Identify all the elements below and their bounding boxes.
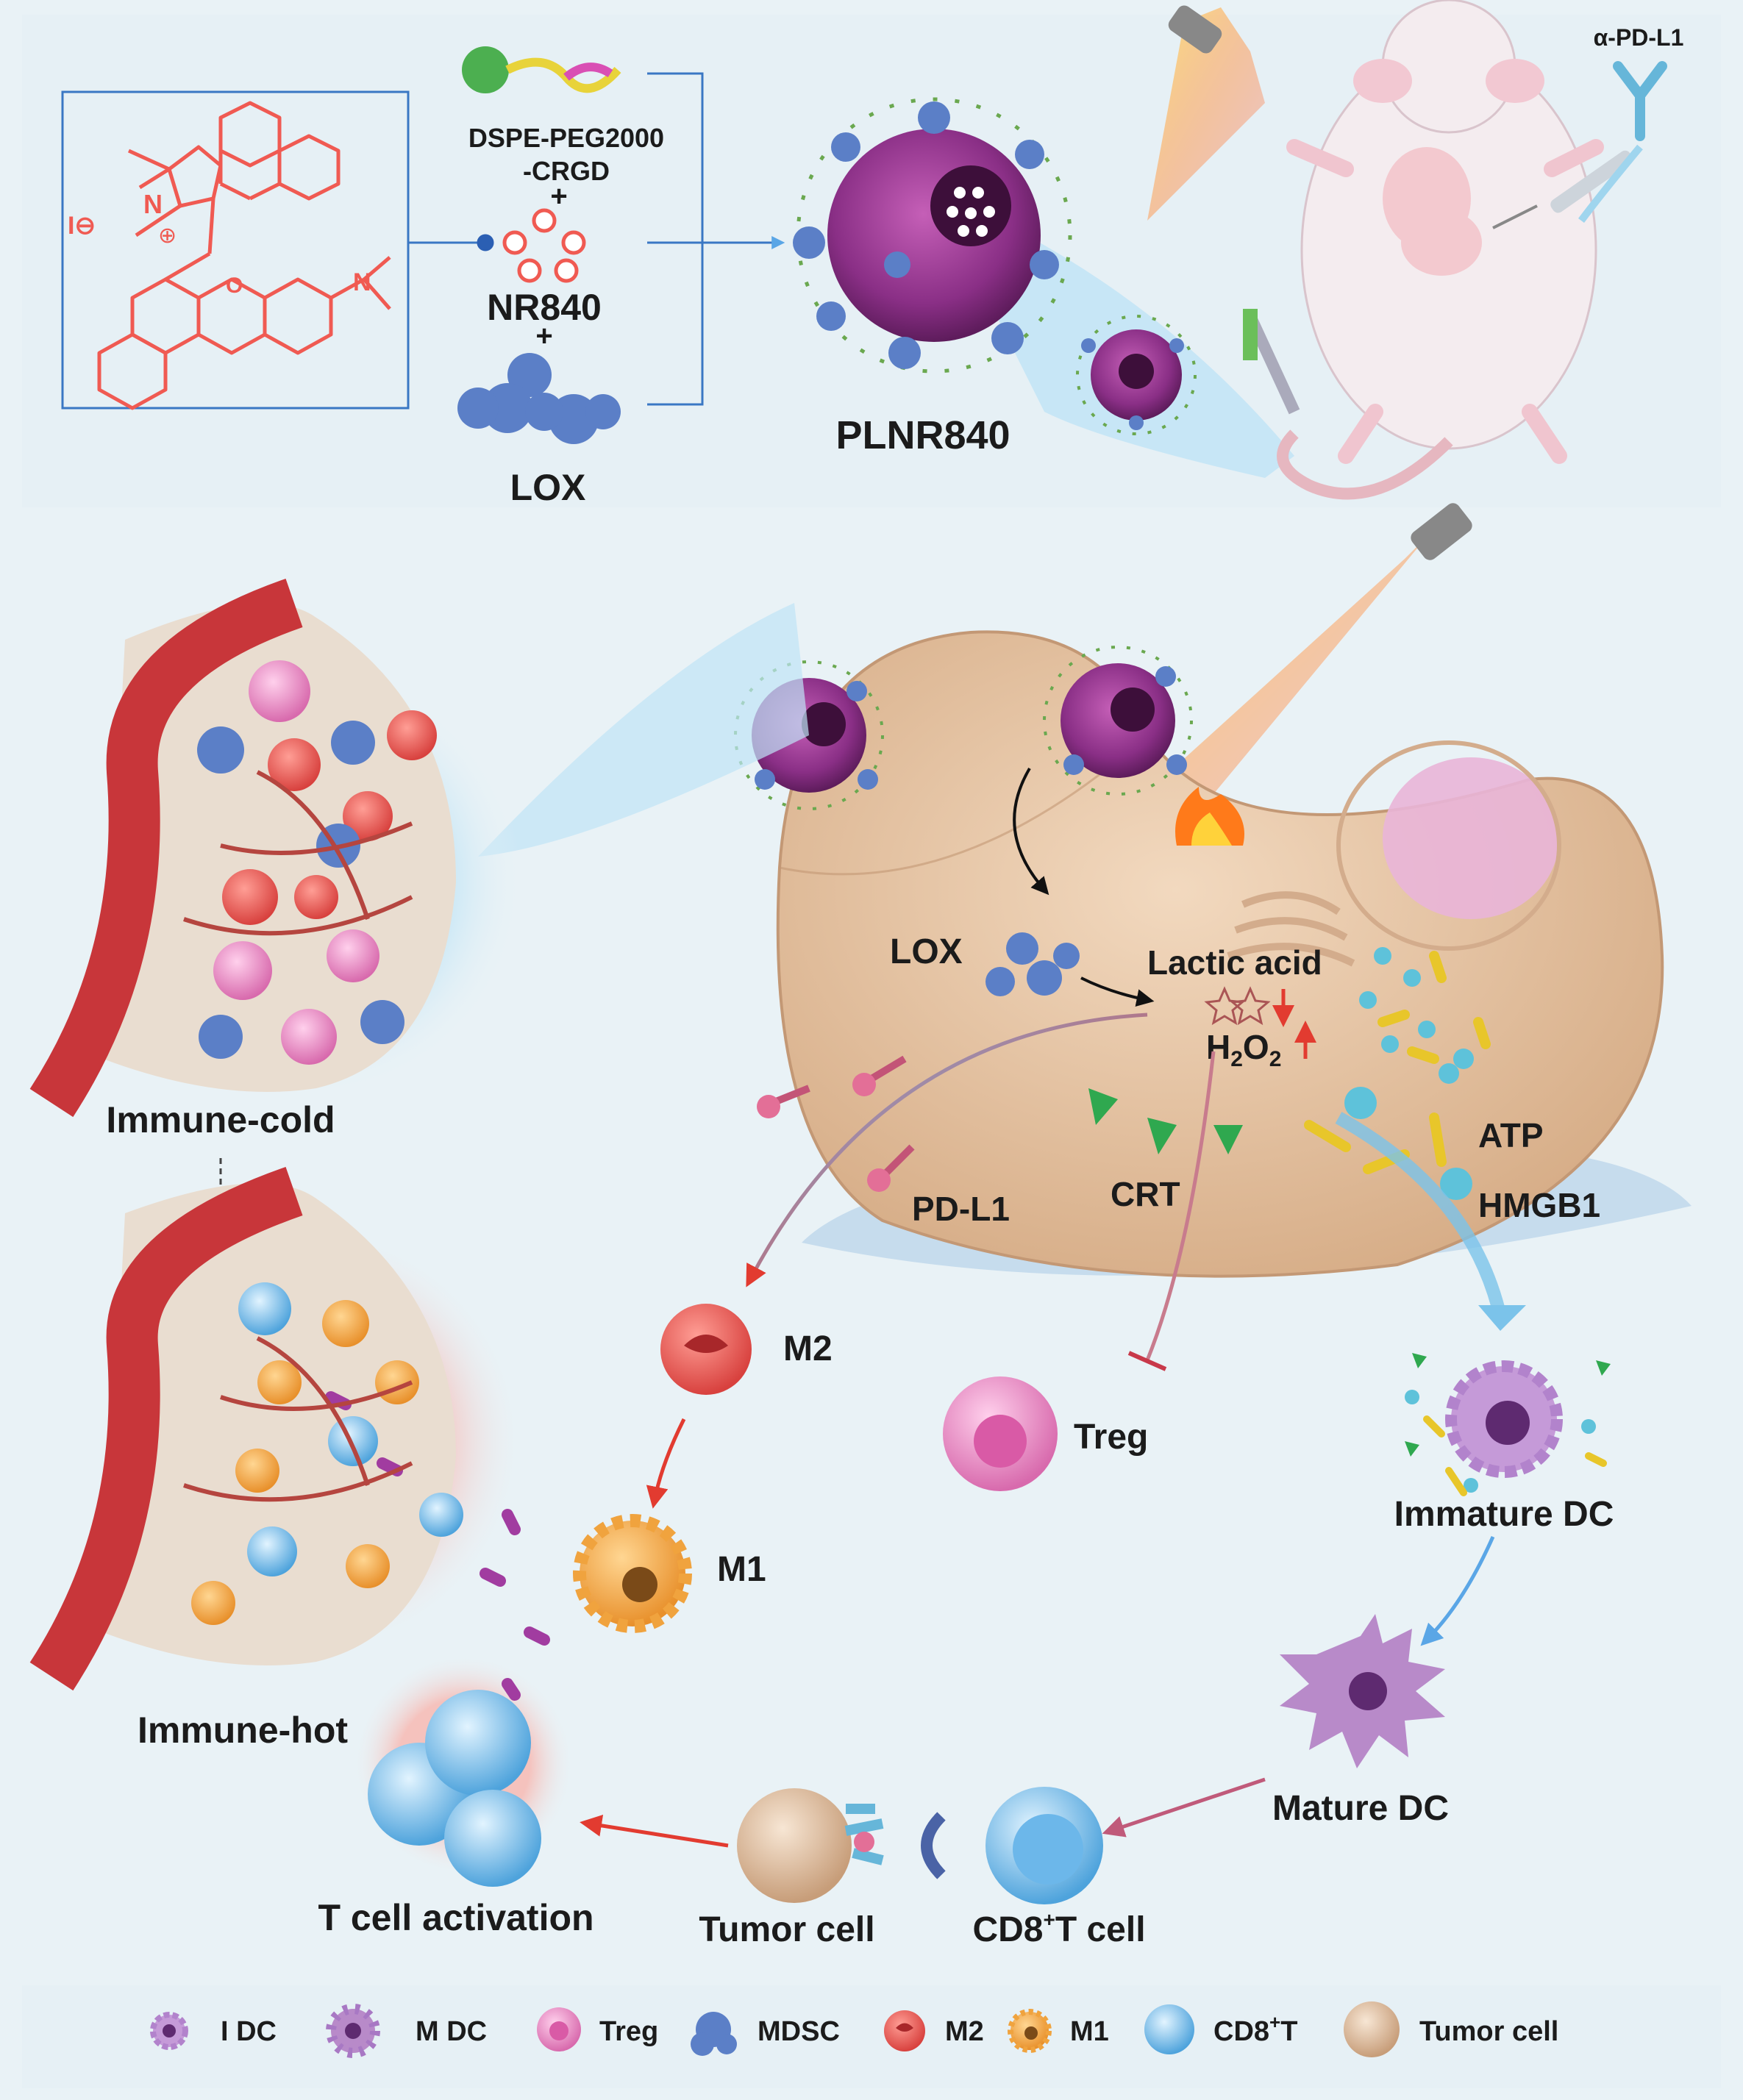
- m2-macrophage: [660, 1304, 752, 1395]
- mouse-illustration: [1147, 0, 1667, 500]
- lox-label-top: LOX: [510, 467, 586, 508]
- lox-enzyme-cell-icon: [985, 932, 1080, 996]
- svg-text:⊕: ⊕: [158, 224, 177, 248]
- legend-m1-label: M1: [1070, 2016, 1109, 2047]
- legend-tumor-cell-label: Tumor cell: [1419, 2016, 1558, 2047]
- laser-emitter: [1411, 503, 1472, 560]
- legend-cd8-label: CD8+T: [1213, 2011, 1297, 2047]
- nr840-structure-box: N I⊖ ⊕ O N: [61, 90, 410, 410]
- atp-label: ATP: [1478, 1116, 1544, 1154]
- legend-cd8-icon: [1144, 2004, 1194, 2054]
- legend-treg-label: Treg: [599, 2016, 658, 2047]
- cd8-t-cell: [985, 1787, 1103, 1904]
- arrow-immature-to-mature: [1420, 1535, 1495, 1646]
- immature-dc-label: Immature DC: [1394, 1495, 1614, 1534]
- arrow-to-immature-dc-head: [1478, 1305, 1526, 1331]
- inhibit-treg: [1145, 1051, 1216, 1361]
- treg-label: Treg: [1074, 1418, 1148, 1457]
- arrow-to-t-activation: [580, 1814, 729, 1848]
- tumor-cell-label: Tumor cell: [699, 1910, 874, 1949]
- t-cell-activation-label: T cell activation: [318, 1897, 594, 1938]
- plnr840-nanoparticle-small: [1076, 315, 1197, 435]
- t-cell-activation-cluster: [353, 1654, 574, 1887]
- plus-sign-2: +: [535, 320, 552, 352]
- immature-dc: [1405, 1353, 1611, 1496]
- svg-text:N: N: [143, 189, 163, 219]
- legend-m2-label: M2: [945, 2016, 984, 2047]
- plnr840-nanoparticle-large: [793, 97, 1072, 374]
- synthesis-connectors: [408, 72, 785, 406]
- arrow-m2-to-m1: [646, 1418, 686, 1509]
- m2-label: M2: [783, 1329, 833, 1368]
- legend-mdsc-icon: [691, 2012, 737, 2056]
- crt-label: CRT: [1111, 1175, 1180, 1213]
- tumor-cell-target: [737, 1788, 946, 1903]
- arrow-to-immature-dc: [1335, 1112, 1507, 1318]
- fire-icon: [1175, 787, 1244, 846]
- legend-mdsc-label: MDSC: [758, 2016, 840, 2047]
- nr840-dye-icon: [477, 208, 586, 283]
- lactic-acid-label: Lactic acid: [1147, 943, 1322, 982]
- peg-label-line2: -CRGD: [523, 156, 610, 186]
- magnify-cone-cell: [478, 603, 809, 857]
- arrow-mature-to-cd8: [1102, 1777, 1266, 1838]
- mature-dc-label: Mature DC: [1272, 1789, 1449, 1828]
- lox-reaction-arrow: [1080, 976, 1155, 1007]
- immune-hot-label: Immune-hot: [138, 1710, 348, 1751]
- legend-mdc-icon: [326, 2004, 380, 2058]
- legend-idc-label: I DC: [221, 2016, 277, 2047]
- crt-particles: [1088, 1088, 1243, 1154]
- plus-sign-1: +: [550, 180, 567, 213]
- svg-text:O: O: [226, 274, 243, 298]
- light-beam-cell: [1169, 537, 1427, 794]
- legend-mdc-label: M DC: [416, 2016, 487, 2047]
- tumor-cell-cutaway: [776, 630, 1664, 1278]
- hmgb1-particles: [1344, 947, 1474, 1200]
- plnr840-nanoparticle-cell-2: [1043, 646, 1193, 796]
- plnr840-label: PLNR840: [835, 413, 1010, 457]
- legend-tumor-cell-icon: [1344, 2001, 1400, 2057]
- peg-label-line1: DSPE-PEG2000: [468, 123, 664, 153]
- nr840-label: NR840: [487, 287, 602, 328]
- pdl1-label: PD-L1: [912, 1190, 1010, 1228]
- lox-label-cell: LOX: [890, 932, 963, 971]
- legend-treg-icon: [537, 2007, 581, 2051]
- m1-macrophage: [573, 1514, 692, 1633]
- treg-cell: [943, 1376, 1058, 1491]
- h2o2-label: H2O2: [1206, 1028, 1281, 1071]
- lactic-acid-stars: [1204, 986, 1271, 1026]
- anti-pdl1-label: α-PD-L1: [1594, 24, 1684, 51]
- atp-particles: [1304, 951, 1491, 1174]
- uptake-arrow: [1013, 767, 1049, 896]
- mature-dc: [1280, 1614, 1445, 1768]
- hmgb1-label: HMGB1: [1478, 1186, 1600, 1224]
- dspe-peg-icon: [462, 46, 621, 93]
- cd8-t-cell-label: CD8+T cell: [972, 1908, 1145, 1949]
- m1-label: M1: [717, 1550, 766, 1589]
- immune-cold-tumor: [29, 578, 522, 1118]
- legend-m1-icon: [1008, 2009, 1052, 2053]
- svg-text:N: N: [353, 268, 371, 296]
- legend-idc-icon: [150, 2012, 188, 2050]
- inhibit-treg-bar: [1127, 1351, 1167, 1371]
- legend-m2-icon: [884, 2010, 925, 2051]
- arrow-to-m2: [746, 1013, 1148, 1288]
- pdl1-receptors: [757, 1055, 915, 1192]
- legend: I DC M DC Treg MDSC M2 M1 CD8+T Tumor ce…: [22, 1985, 1721, 2088]
- svg-text:I⊖: I⊖: [68, 212, 96, 240]
- immune-cold-label: Immune-cold: [106, 1099, 335, 1140]
- lox-enzyme-icon: [457, 353, 621, 444]
- immune-hot-tumor: [29, 1166, 550, 1701]
